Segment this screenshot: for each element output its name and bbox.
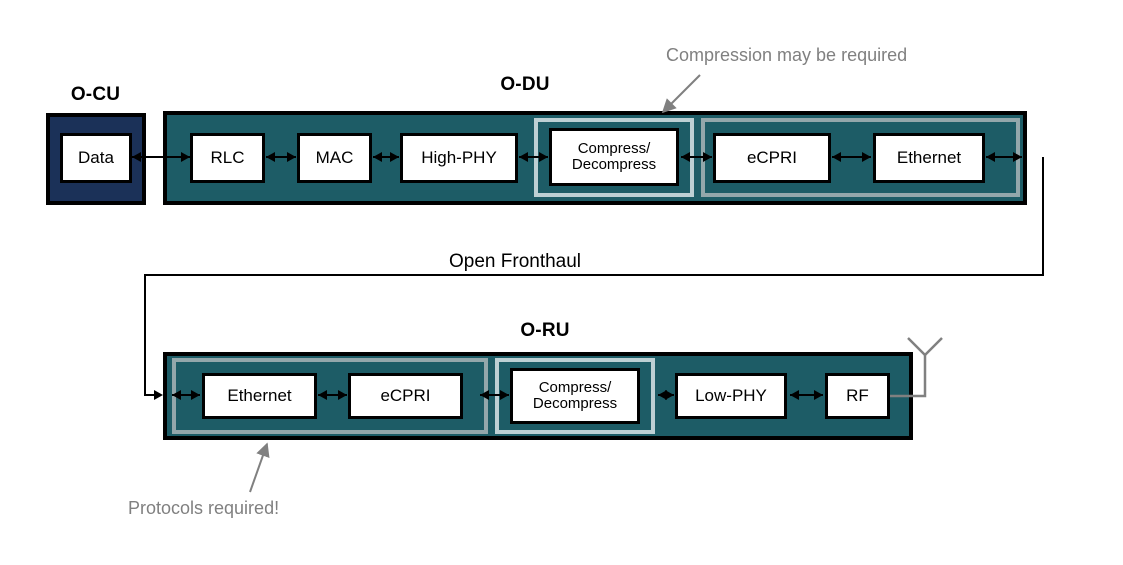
block-oru-low-phy[interactable]: Low-PHY — [675, 373, 787, 419]
block-odu-mac[interactable]: MAC — [297, 133, 372, 183]
annotation-arrow-protocols — [249, 442, 270, 493]
block-oru-compress-decompress[interactable]: Compress/ Decompress — [510, 368, 640, 424]
block-oru-ecpri[interactable]: eCPRI — [348, 373, 463, 419]
annotation-compression: Compression may be required — [666, 45, 908, 65]
label-open-fronthaul: Open Fronthaul — [449, 251, 582, 272]
block-data[interactable]: Data — [60, 133, 132, 183]
block-odu-ethernet[interactable]: Ethernet — [873, 133, 985, 183]
block-odu-rlc[interactable]: RLC — [190, 133, 265, 183]
page-title-odu: O-DU — [500, 74, 550, 95]
annotation-protocols: Protocols required! — [128, 498, 280, 518]
page-title-ocu: O-CU — [70, 84, 121, 105]
block-odu-compress-decompress[interactable]: Compress/ Decompress — [549, 128, 679, 186]
page-title-oru: O-RU — [520, 320, 570, 341]
block-oru-ethernet[interactable]: Ethernet — [202, 373, 317, 419]
block-oru-rf[interactable]: RF — [825, 373, 890, 419]
block-odu-ecpri[interactable]: eCPRI — [713, 133, 831, 183]
block-odu-high-phy[interactable]: High-PHY — [400, 133, 518, 183]
annotation-arrow-compression — [661, 74, 701, 114]
arrowhead-fronthaul-into-oru — [154, 390, 163, 400]
